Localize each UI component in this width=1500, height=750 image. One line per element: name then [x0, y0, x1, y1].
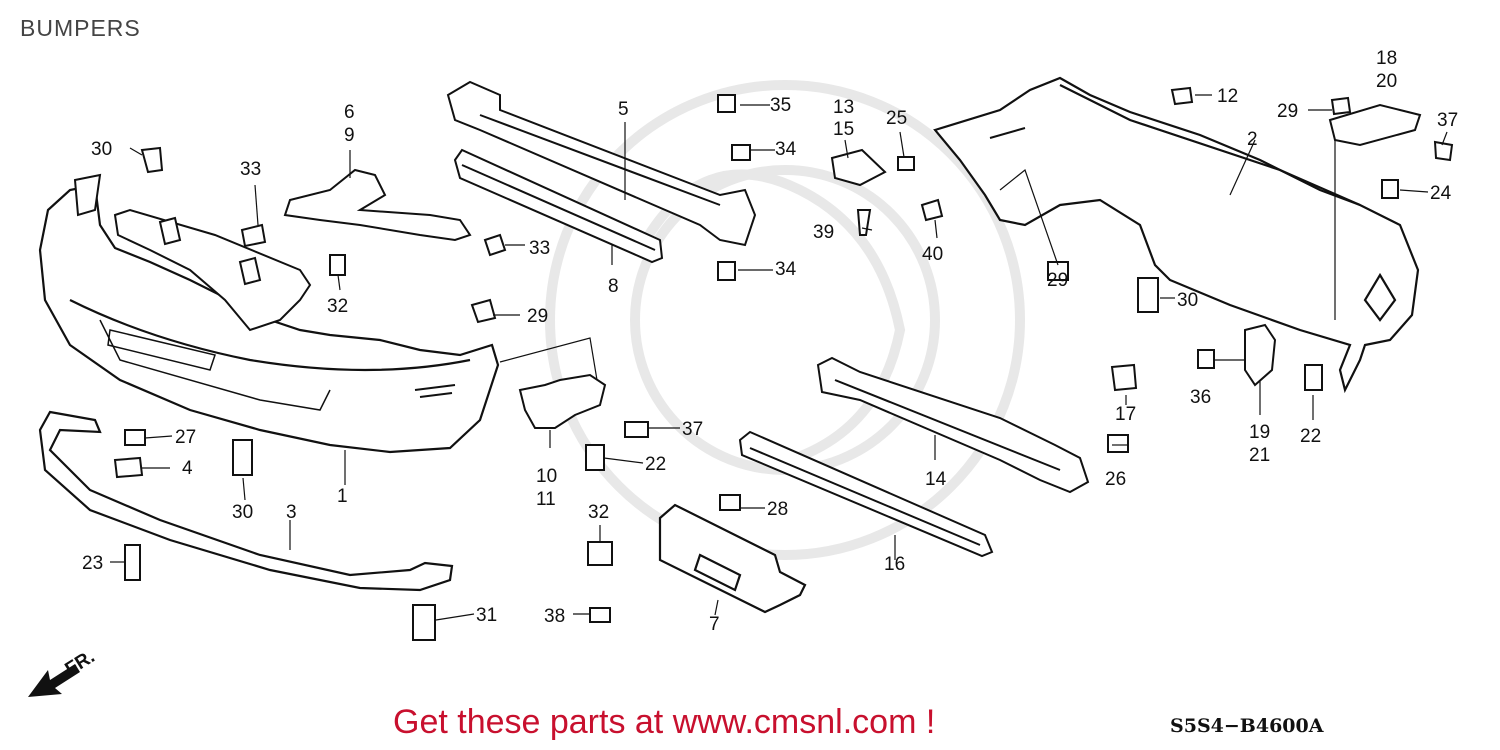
- part-ref: 4: [182, 458, 193, 479]
- part-ref: 7: [709, 614, 720, 635]
- promo-link[interactable]: Get these parts at www.cmsnl.com !: [393, 703, 936, 741]
- rear-reinforcement-beam: [816, 356, 1090, 494]
- part-ref: 1: [337, 486, 348, 507]
- license-plate-base: [658, 503, 807, 614]
- part-ref: 21: [1249, 445, 1270, 466]
- part-ref: 37: [1437, 110, 1458, 131]
- front-bracket-lower: [518, 373, 607, 429]
- part-ref: 33: [529, 238, 550, 259]
- part-ref: 11: [536, 489, 556, 510]
- part-ref: 29: [1277, 101, 1298, 122]
- part-ref: 10: [536, 466, 557, 487]
- part-ref: 28: [767, 499, 788, 520]
- rear-brackets: [1244, 103, 1422, 387]
- part-reference-labels: 1 2 3 4 5 6 7 8 9 10 11 12 13 14 15 16 1…: [82, 48, 1458, 635]
- diagram-title: BUMPERS: [20, 15, 141, 41]
- part-ref: 40: [922, 244, 943, 265]
- part-ref: 35: [770, 95, 791, 116]
- front-bumper-face: [38, 183, 500, 454]
- part-ref: 9: [344, 125, 355, 146]
- part-ref: 19: [1249, 422, 1270, 443]
- part-ref: 24: [1430, 183, 1452, 204]
- part-ref: 38: [544, 606, 565, 627]
- part-ref: 31: [476, 605, 497, 626]
- part-ref: 23: [82, 553, 103, 574]
- part-ref: 6: [344, 102, 355, 123]
- part-ref: 14: [925, 469, 947, 490]
- part-ref: 34: [775, 259, 797, 280]
- leader-lines: [110, 94, 1448, 621]
- part-ref: 33: [240, 159, 261, 180]
- part-ref: 13: [833, 97, 854, 118]
- part-ref: 32: [588, 502, 609, 523]
- front-bumper-grille-mount: [73, 173, 312, 332]
- rear-absorber-rail: [738, 430, 994, 558]
- part-ref: 29: [527, 306, 548, 327]
- part-ref: 17: [1115, 404, 1136, 425]
- part-ref: 36: [1190, 387, 1211, 408]
- part-ref: 30: [1177, 290, 1198, 311]
- front-absorber-rail: [453, 148, 664, 264]
- front-direction-arrow-icon: [28, 664, 80, 697]
- part-ref: 18: [1376, 48, 1397, 69]
- front-bracket-upper: [283, 168, 472, 242]
- diagram-code: S5S4−B4600A: [1170, 715, 1324, 737]
- part-ref: 29: [1047, 270, 1068, 291]
- part-ref: 12: [1217, 86, 1238, 107]
- part-ref: 16: [884, 554, 905, 575]
- part-ref: 27: [175, 427, 196, 448]
- part-ref: 30: [91, 139, 112, 160]
- rear-bumper-face: [933, 76, 1420, 394]
- part-ref: 22: [645, 454, 666, 475]
- part-ref: 2: [1247, 129, 1258, 150]
- part-ref: 39: [813, 222, 834, 243]
- fasteners: [113, 86, 1454, 641]
- part-ref: 22: [1300, 426, 1321, 447]
- part-ref: 32: [327, 296, 348, 317]
- part-ref: 26: [1105, 469, 1126, 490]
- part-ref: 3: [286, 502, 297, 523]
- part-ref: 34: [775, 139, 797, 160]
- part-ref: 30: [232, 502, 253, 523]
- part-ref: 20: [1376, 71, 1397, 92]
- part-ref: 15: [833, 119, 854, 140]
- part-ref: 8: [608, 276, 619, 297]
- part-ref: 5: [618, 99, 629, 120]
- part-ref: 25: [886, 108, 907, 129]
- front-reinforcement-beam: [446, 80, 757, 247]
- part-ref: 37: [682, 419, 703, 440]
- front-lower-spoiler: [38, 410, 454, 592]
